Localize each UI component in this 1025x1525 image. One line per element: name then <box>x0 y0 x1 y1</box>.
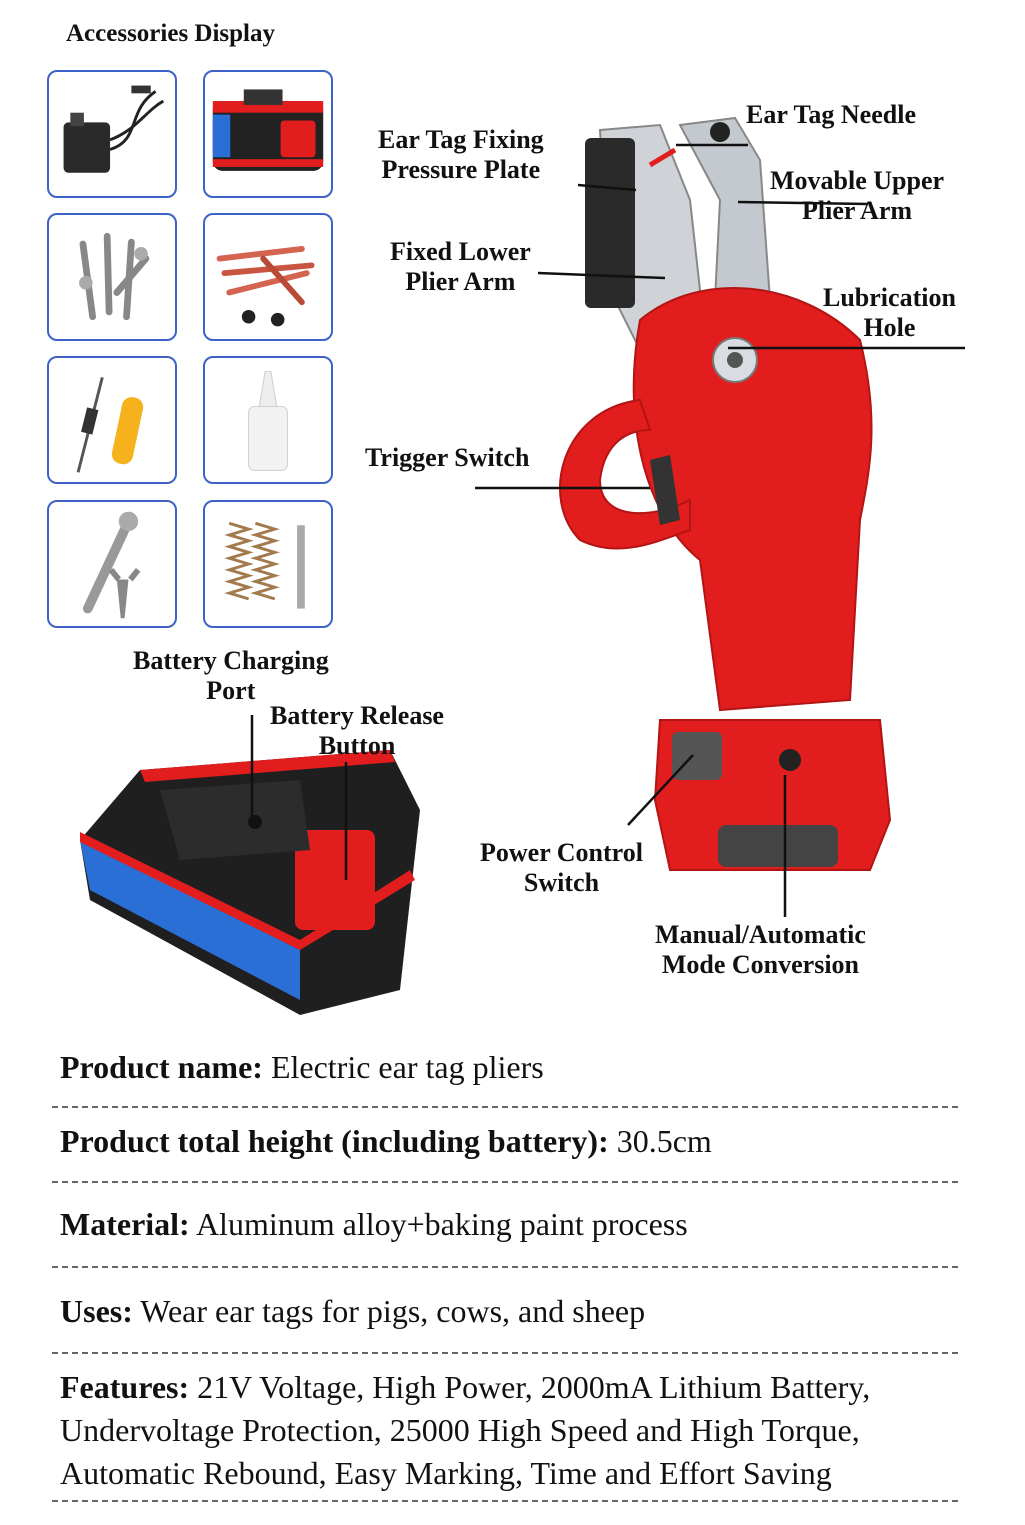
callout-release-button: Battery Release Button <box>270 701 444 761</box>
screwdriver-tube-icon <box>76 377 144 473</box>
springs-pin-icon <box>224 521 305 609</box>
spec-value: 21V Voltage, High Power, 2000mA Lithium … <box>60 1369 871 1491</box>
accessory-battery <box>203 70 333 198</box>
spec-material: Material: Aluminum alloy+baking paint pr… <box>60 1203 980 1246</box>
divider <box>52 1106 958 1108</box>
spec-value: Electric ear tag pliers <box>262 1049 544 1085</box>
callout-lubrication-line2: Hole <box>863 313 916 342</box>
spec-label: Product name: <box>60 1049 263 1085</box>
spec-label: Uses: <box>60 1293 133 1329</box>
callout-movable-arm-line2: Plier Arm <box>802 196 913 225</box>
callout-movable-arm: Movable Upper Plier Arm <box>770 166 944 226</box>
callout-fixing-plate-line1: Ear Tag Fixing <box>378 125 544 154</box>
divider <box>52 1266 958 1268</box>
product-diagram <box>80 116 965 1015</box>
callout-charging-port-line1: Battery Charging <box>133 646 329 675</box>
wrench-icon <box>82 511 141 619</box>
accessory-lubricant <box>203 356 333 484</box>
needles-bolts-icon <box>79 232 150 321</box>
leader-lines <box>250 143 965 917</box>
battery-pack <box>80 750 420 1015</box>
callout-fixing-plate-line2: Pressure Plate <box>381 155 541 184</box>
lubricant-bottle-icon <box>248 371 288 471</box>
callout-lubrication-line1: Lubrication <box>823 283 956 312</box>
spec-product-name: Product name: Electric ear tag pliers <box>60 1046 980 1089</box>
callout-ear-tag-needle: Ear Tag Needle <box>746 100 916 129</box>
callout-mode-conversion-line2: Mode Conversion <box>661 950 860 979</box>
spec-label: Material: <box>60 1206 190 1242</box>
callout-fixed-arm: Fixed Lower Plier Arm <box>390 237 531 297</box>
accessory-screwdriver <box>47 356 177 484</box>
accessory-ear-tag-needles <box>203 213 333 341</box>
callout-fixed-arm-line1: Fixed Lower <box>390 237 531 266</box>
divider <box>52 1500 958 1502</box>
accessory-wrench <box>47 500 177 628</box>
callout-movable-arm-line1: Movable Upper <box>770 166 945 195</box>
spec-value: 30.5cm <box>608 1123 712 1159</box>
callout-fixed-arm-line2: Plier Arm <box>405 267 516 296</box>
callout-lubrication-hole: Lubrication Hole <box>823 283 956 343</box>
accessories-title: Accessories Display <box>66 20 275 47</box>
accessory-springs <box>203 500 333 628</box>
spec-value: Wear ear tags for pigs, cows, and sheep <box>132 1293 646 1329</box>
tool-body <box>559 287 892 871</box>
divider <box>52 1181 958 1183</box>
callout-charging-port: Battery Charging Port <box>133 646 329 706</box>
spec-value: Aluminum alloy+baking paint process <box>189 1206 688 1242</box>
spec-label: Features: <box>60 1369 190 1405</box>
spec-total-height: Product total height (including battery)… <box>60 1120 980 1163</box>
callout-power-switch: Power Control Switch <box>480 838 643 898</box>
callout-power-switch-line1: Power Control <box>480 838 643 867</box>
accessory-bolts <box>47 213 177 341</box>
spec-features: Features: 21V Voltage, High Power, 2000m… <box>60 1366 980 1495</box>
callout-trigger-switch: Trigger Switch <box>365 443 530 472</box>
callout-release-button-line1: Battery Release <box>270 701 444 730</box>
divider <box>52 1352 958 1354</box>
spec-label: Product total height (including battery)… <box>60 1123 609 1159</box>
callout-mode-conversion: Manual/Automatic Mode Conversion <box>655 920 866 980</box>
accessory-power-adapter <box>47 70 177 198</box>
callout-mode-conversion-line1: Manual/Automatic <box>655 920 866 949</box>
battery-icon <box>212 89 324 171</box>
callout-fixing-plate: Ear Tag Fixing Pressure Plate <box>378 125 544 185</box>
callout-power-switch-line2: Switch <box>523 868 600 897</box>
callout-charging-port-line2: Port <box>206 676 256 705</box>
spec-uses: Uses: Wear ear tags for pigs, cows, and … <box>60 1290 980 1333</box>
ear-tag-needles-icon <box>216 246 315 327</box>
callout-release-button-line2: Button <box>318 731 396 760</box>
power-adapter-icon <box>63 85 165 173</box>
